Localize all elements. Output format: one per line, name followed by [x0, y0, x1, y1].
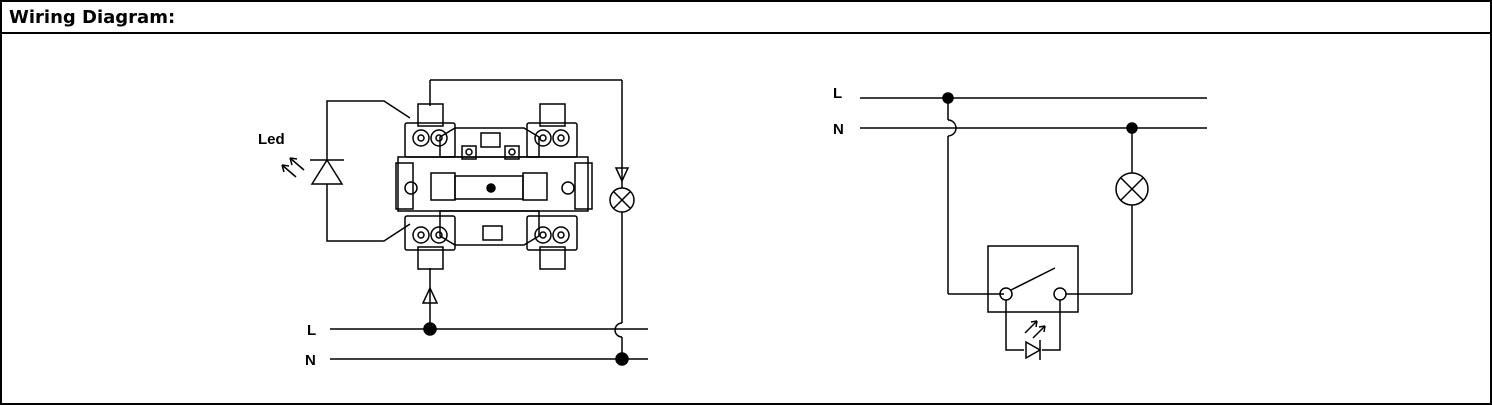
page-title: Wiring Diagram:	[9, 7, 176, 28]
right-diagram	[860, 92, 1207, 360]
right-n-label: N	[833, 121, 844, 138]
left-lamp-arrow	[614, 167, 630, 183]
left-bottom-arrow	[421, 286, 439, 304]
left-wire-hop	[614, 322, 623, 338]
right-switch-box	[987, 245, 1079, 313]
left-led-wire-bottom	[326, 184, 411, 242]
left-diagram	[281, 79, 648, 366]
left-led-wire-top	[326, 100, 411, 160]
right-wire-hop	[947, 119, 957, 137]
right-l-label: L	[833, 85, 842, 102]
right-led-diode-icon	[1025, 340, 1042, 360]
switch-mechanism	[395, 103, 593, 270]
led-label: Led	[258, 131, 285, 148]
left-n-label: N	[305, 352, 316, 369]
header-bar: Wiring Diagram:	[2, 2, 1490, 34]
led-diode-icon	[310, 158, 344, 185]
left-l-label: L	[307, 322, 316, 339]
